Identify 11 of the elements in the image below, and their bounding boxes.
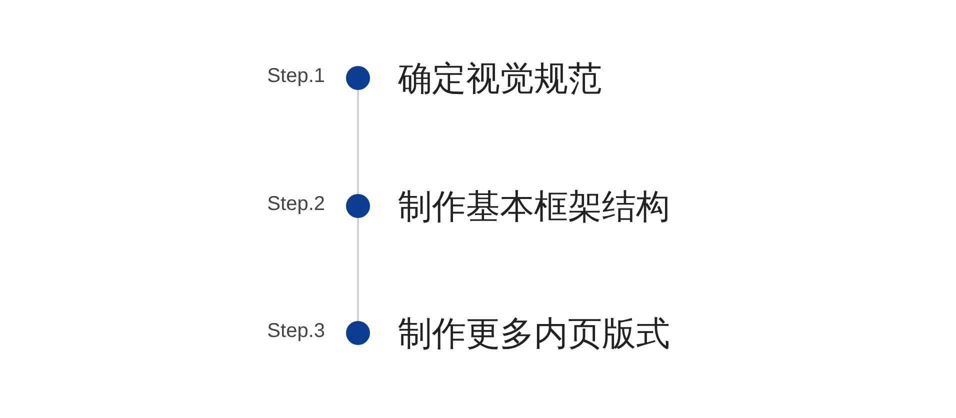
connector-line	[357, 90, 359, 194]
step-label: Step.1	[266, 65, 325, 88]
step-label: Step.3	[266, 320, 325, 343]
connector-line	[357, 218, 359, 321]
timeline-dot	[346, 194, 370, 218]
step-title: 确定视觉规范	[398, 59, 602, 100]
timeline-dot	[346, 321, 370, 345]
timeline-dot	[346, 66, 370, 90]
step-title: 制作更多内页版式	[398, 314, 670, 355]
step-title: 制作基本框架结构	[398, 187, 670, 228]
step-label: Step.2	[266, 193, 325, 216]
